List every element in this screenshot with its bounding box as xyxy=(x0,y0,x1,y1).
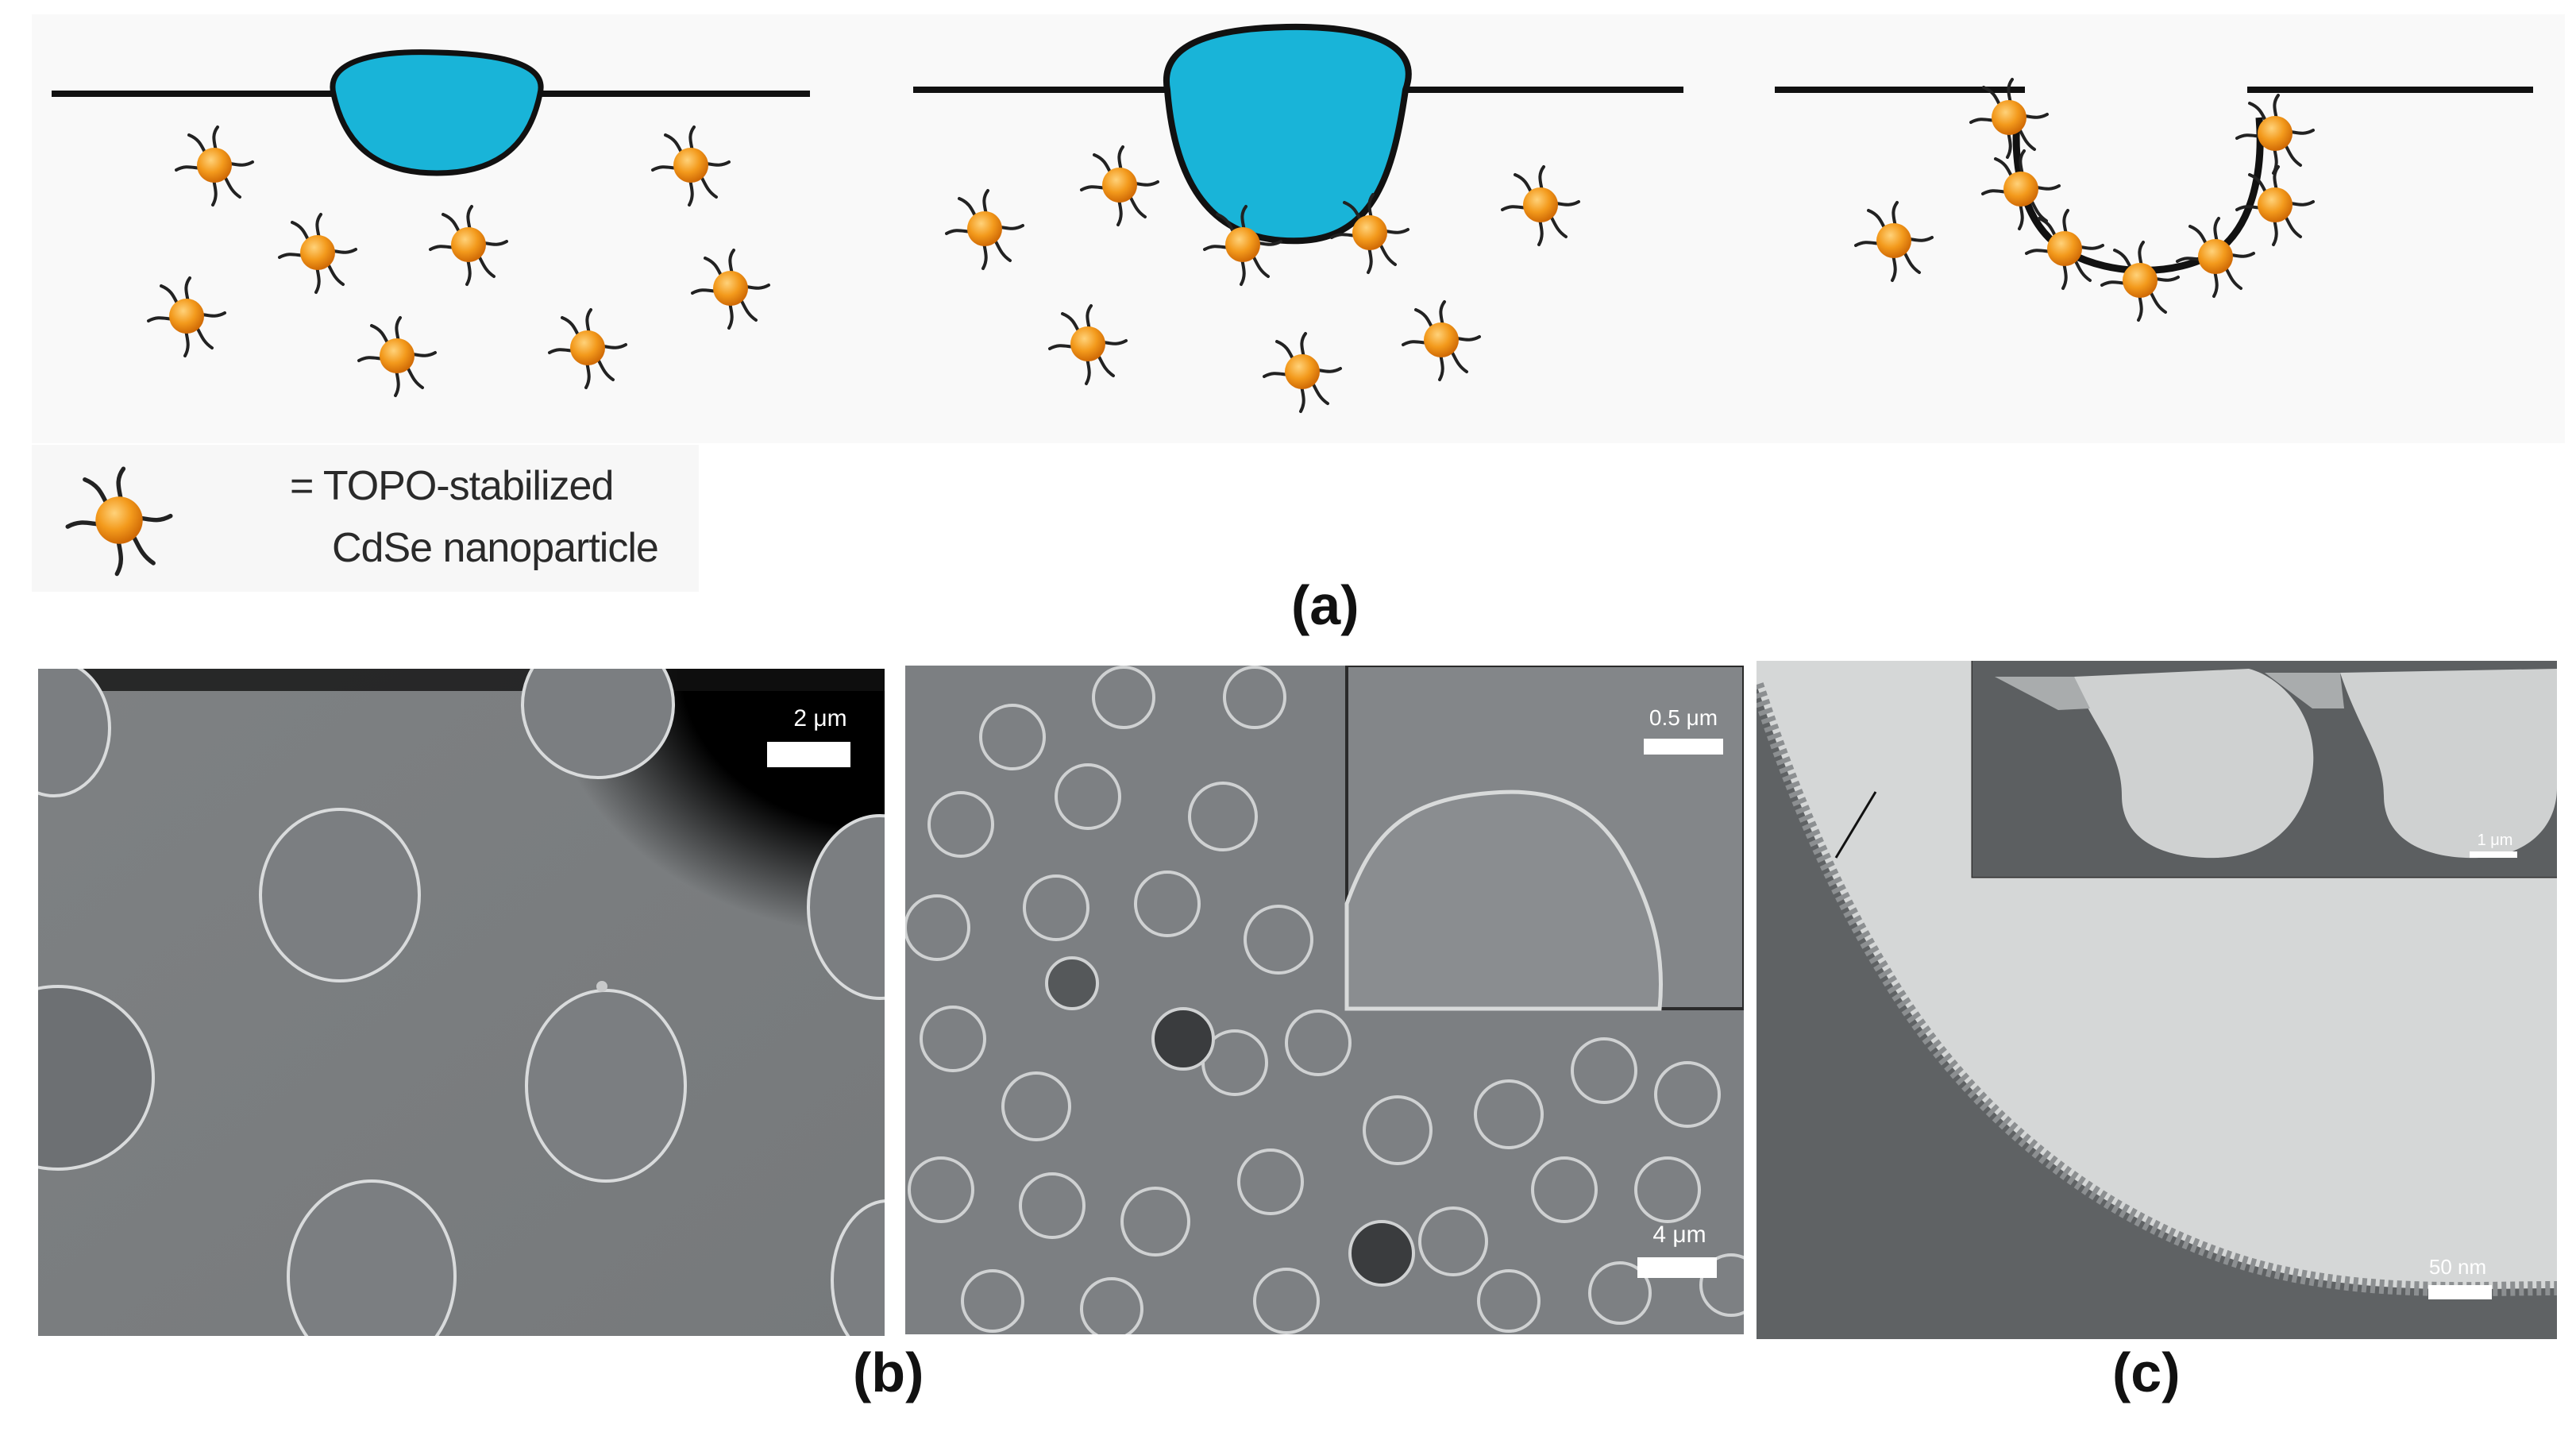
arrow-icon xyxy=(1834,791,1877,859)
sem-image-right: 0.5 μm 4 μm xyxy=(905,666,1744,1334)
stage-1-small-droplet xyxy=(52,49,810,397)
scale-label-b-left: 2 μm xyxy=(793,705,847,732)
scale-bar-b-left xyxy=(767,742,850,767)
caption-a: (a) xyxy=(1291,574,1359,636)
caption-c: (c) xyxy=(2112,1341,2181,1403)
legend-line-2: CdSe nanoparticle xyxy=(332,525,659,571)
legend-line-1: = TOPO-stabilized xyxy=(290,463,614,509)
scale-label-c-inset: 1 μm xyxy=(2477,832,2513,849)
scale-bar-b-inset xyxy=(1644,739,1723,755)
assembly-schematic xyxy=(52,23,2533,413)
scale-bar-c-inset xyxy=(2470,851,2517,858)
sem-image-left: 2 μm xyxy=(38,669,885,1336)
scale-label-c-main: 50 nm xyxy=(2428,1255,2487,1279)
schematic-panel xyxy=(32,14,2565,443)
scale-bar-b-main xyxy=(1637,1257,1717,1278)
scale-label-b-main: 4 μm xyxy=(1652,1222,1706,1248)
nanoparticle-legend-icon xyxy=(32,445,191,592)
stage-2-large-droplet xyxy=(913,23,1683,413)
caption-b: (b) xyxy=(853,1341,924,1403)
tem-image: 1 μm 50 nm xyxy=(1757,661,2557,1339)
stage-3-capsule xyxy=(1775,78,2533,322)
scale-bar-c-main xyxy=(2428,1285,2492,1299)
legend: = TOPO-stabilized CdSe nanoparticle xyxy=(32,445,699,592)
scale-label-b-inset: 0.5 μm xyxy=(1649,705,1718,730)
